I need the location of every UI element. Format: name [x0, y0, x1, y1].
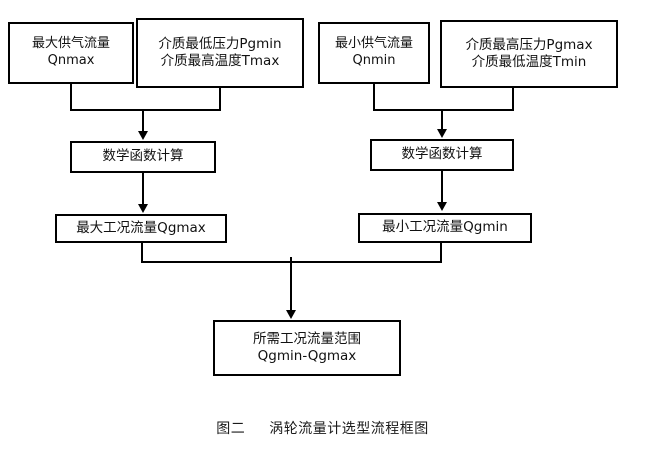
node-max-pressure-min-temp: 介质最高压力Pgmax 介质最低温度Tmin	[440, 20, 618, 88]
node-max-supply-flow-line2: Qnmax	[47, 53, 95, 68]
node-max-supply-flow: 最大供气流量 Qnmax	[8, 22, 134, 84]
node-math-calc-right-label: 数学函数计算	[401, 146, 483, 163]
node-max-pressure-min-temp-line2: 介质最低温度Tmin	[471, 54, 587, 70]
node-max-pressure-min-temp-line1: 介质最高压力Pgmax	[465, 36, 593, 53]
connector-qgmax-drop	[141, 243, 143, 263]
node-min-pressure-max-temp: 介质最低压力Pgmin 介质最高温度Tmax	[136, 18, 304, 88]
node-min-pressure-max-temp-line2: 介质最高温度Tmax	[160, 53, 280, 69]
node-math-calc-right: 数学函数计算	[370, 139, 514, 171]
connector-right-merge-stem	[441, 109, 443, 130]
node-min-supply-flow-line2: Qnmin	[352, 53, 396, 68]
arrowhead-to-qgmax	[138, 204, 148, 213]
node-min-working-flow-label: 最小工况流量Qgmin	[382, 219, 508, 236]
connector-n3-drop	[373, 84, 375, 111]
figure-caption-title: 涡轮流量计选型流程框图	[269, 421, 429, 437]
connector-bottom-merge-stem	[290, 257, 292, 311]
node-required-range-line1: 所需工况流量范围	[253, 330, 361, 347]
connector-mathright-to-qgmin	[441, 171, 443, 203]
node-min-working-flow: 最小工况流量Qgmin	[358, 213, 532, 243]
node-required-working-flow-range: 所需工况流量范围 Qgmin-Qgmax	[213, 320, 401, 376]
arrowhead-to-math-right	[437, 129, 447, 138]
node-required-range-line2: Qgmin-Qgmax	[257, 348, 357, 364]
connector-left-merge-stem	[142, 109, 144, 132]
connector-mathleft-to-qgmax	[142, 173, 144, 205]
node-math-calc-left-label: 数学函数计算	[102, 148, 184, 165]
node-max-working-flow: 最大工况流量Qgmax	[55, 214, 227, 243]
node-min-supply-flow-line1: 最小供气流量	[334, 36, 413, 52]
arrowhead-to-math-left	[138, 131, 148, 140]
arrowhead-to-required-range	[286, 310, 296, 319]
connector-n1-drop	[70, 84, 72, 111]
arrowhead-to-qgmin	[437, 202, 447, 211]
connector-left-merge-bar	[70, 109, 221, 111]
node-math-calc-left: 数学函数计算	[70, 141, 216, 173]
connector-n2-drop	[219, 88, 221, 111]
node-min-supply-flow: 最小供气流量 Qnmin	[318, 22, 430, 84]
figure-caption: 图二 涡轮流量计选型流程框图	[0, 418, 645, 438]
figure-caption-label: 图二	[216, 421, 246, 437]
connector-right-merge-bar	[373, 109, 514, 111]
connector-qgmin-drop	[440, 243, 442, 263]
connector-n4-drop	[512, 88, 514, 111]
node-max-supply-flow-line1: 最大供气流量	[31, 36, 110, 52]
node-max-working-flow-label: 最大工况流量Qgmax	[76, 219, 206, 236]
node-min-pressure-max-temp-line1: 介质最低压力Pgmin	[158, 35, 282, 52]
